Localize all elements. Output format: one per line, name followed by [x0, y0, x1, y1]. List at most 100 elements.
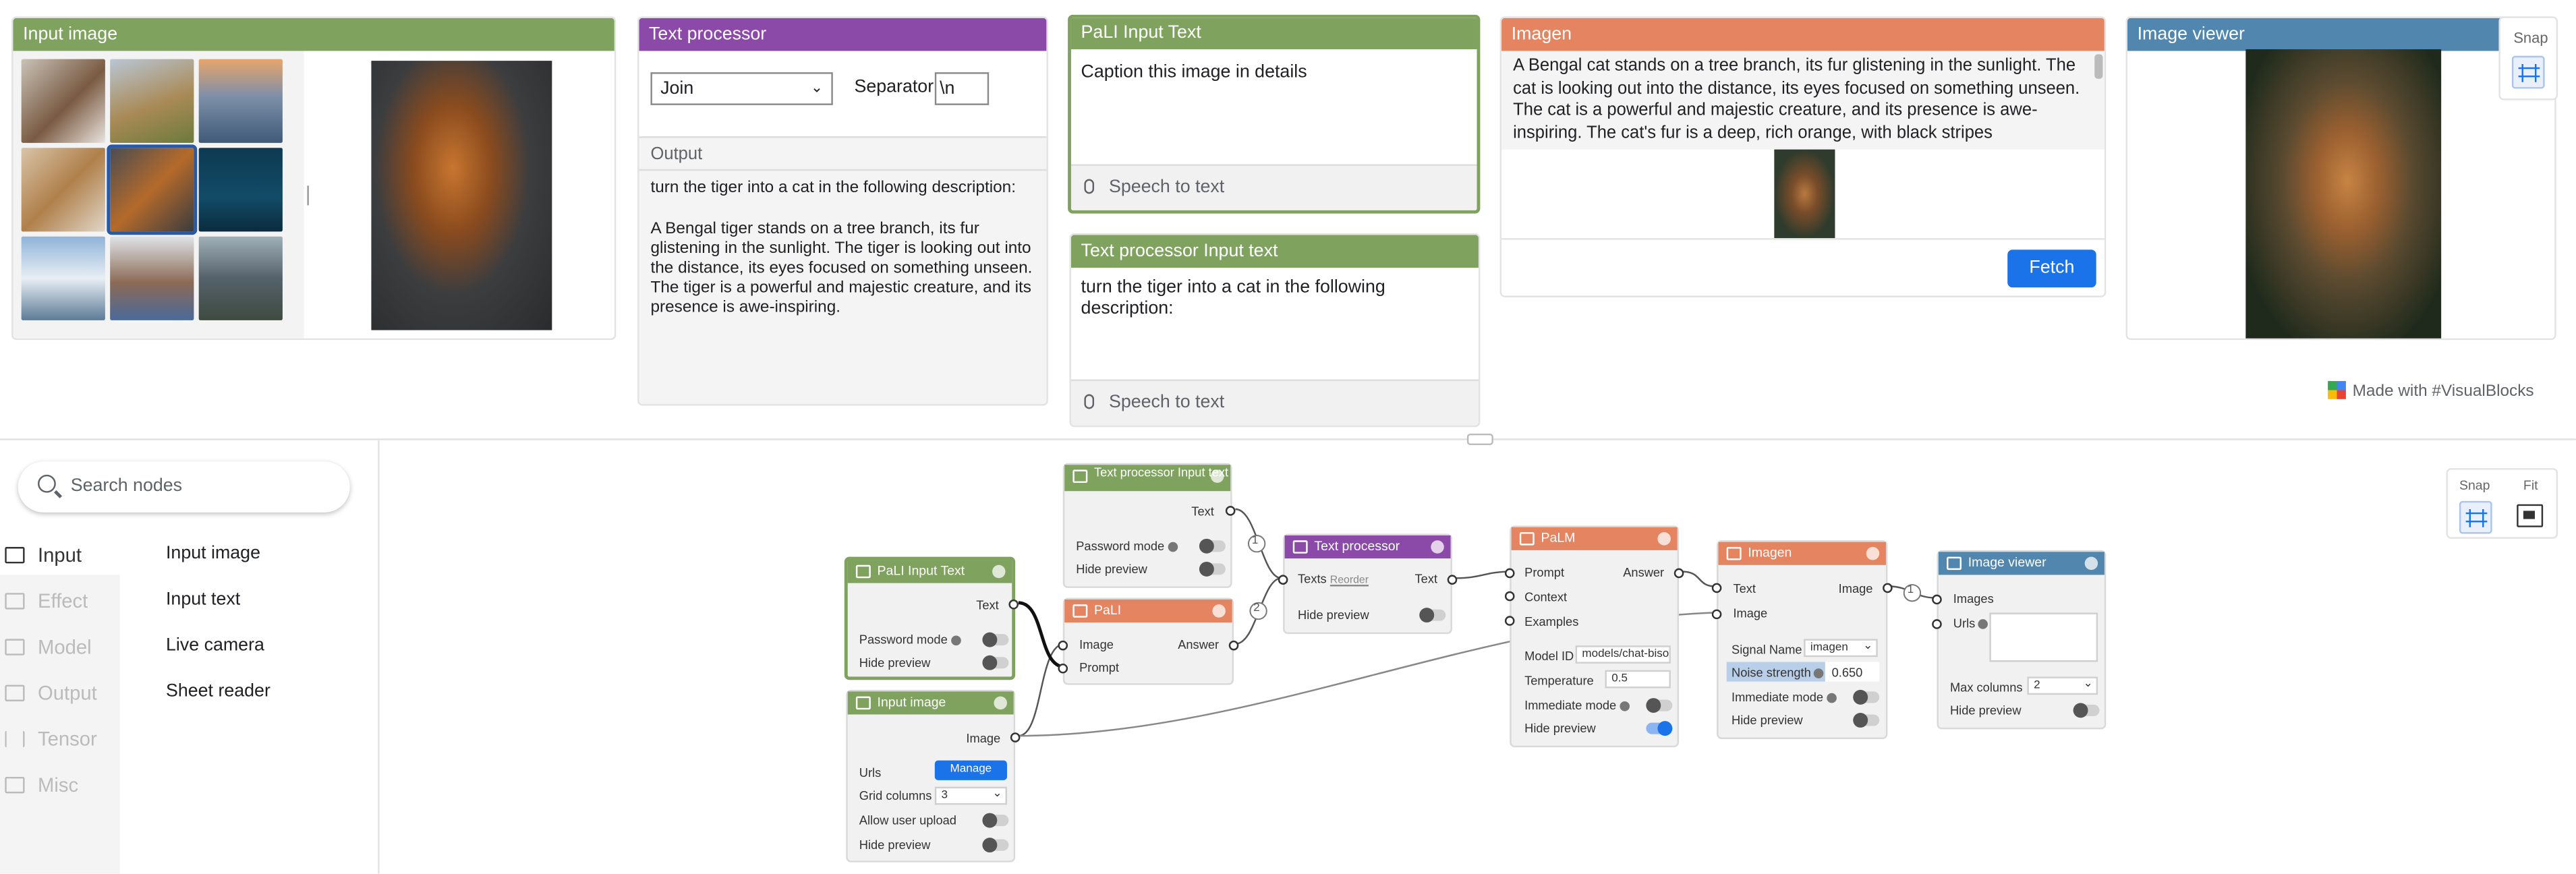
prompt-input-port[interactable]: [1504, 568, 1515, 579]
output-port[interactable]: [1673, 568, 1684, 579]
image-input-port[interactable]: [1711, 609, 1722, 620]
thumbnail-hiker[interactable]: [198, 236, 283, 320]
output-port[interactable]: [1225, 506, 1236, 516]
input-port-label: Image: [1733, 606, 1768, 621]
category-effect[interactable]: Effect: [5, 589, 88, 612]
hide-preview-toggle[interactable]: [982, 838, 1009, 853]
thumbnail-dogs[interactable]: [21, 148, 105, 232]
tp-input-textarea[interactable]: turn the tiger into a cat in the followi…: [1081, 277, 1385, 319]
immediate-mode-toggle[interactable]: [1646, 698, 1673, 713]
made-with-badge[interactable]: Made with #VisualBlocks: [2328, 381, 2534, 401]
node-image-viewer[interactable]: Image viewer Images Urls Max columns 2⌄ …: [1932, 550, 2107, 730]
urls-label: Urls: [859, 765, 882, 780]
pali-input-textarea[interactable]: Caption this image in details: [1081, 62, 1307, 82]
reorder-link[interactable]: Reorder: [1329, 575, 1369, 587]
category-model[interactable]: Model: [5, 636, 92, 659]
immediate-mode-label: Immediate mode: [1524, 698, 1630, 713]
snap-grid-button[interactable]: [2459, 500, 2492, 534]
urls-input-port[interactable]: [1932, 619, 1942, 629]
thumbnail-man[interactable]: [110, 236, 194, 320]
category-input[interactable]: Input: [5, 544, 82, 566]
node-item-live-camera[interactable]: Live camera: [165, 635, 264, 656]
password-mode-toggle[interactable]: [982, 632, 1009, 647]
prompt-input-port[interactable]: [1058, 663, 1068, 674]
node-title: Imagen: [1748, 545, 1792, 560]
allow-upload-toggle[interactable]: [982, 813, 1009, 828]
thumbnail-mountains[interactable]: [21, 236, 105, 320]
node-imagen[interactable]: Imagen Text Image Image Signal Name imag…: [1711, 540, 1893, 739]
output-port[interactable]: [1010, 732, 1021, 742]
mode-select[interactable]: Join⌄: [650, 72, 833, 105]
text-input-port[interactable]: [1711, 583, 1722, 593]
thumbnail-tiger[interactable]: [107, 144, 198, 235]
node-palm[interactable]: PaLM Prompt Context Examples Answer Mode…: [1504, 525, 1684, 748]
resize-handle[interactable]: [307, 185, 309, 206]
search-input[interactable]: Search nodes: [70, 476, 183, 496]
output-port[interactable]: [1228, 640, 1239, 651]
hide-preview-toggle[interactable]: [1199, 561, 1226, 577]
thumbnail-giraffe[interactable]: [110, 59, 194, 143]
fit-view-button[interactable]: [2517, 504, 2544, 527]
info-icon: [1431, 540, 1444, 554]
category-label: Effect: [38, 589, 88, 613]
speech-to-text-button[interactable]: Speech to text: [1084, 177, 1224, 197]
node-input-image[interactable]: Input image Image Urls Manage Grid colum…: [846, 689, 1021, 863]
hide-preview-toggle[interactable]: [2073, 703, 2100, 718]
password-mode-toggle[interactable]: [1199, 538, 1226, 554]
visualblocks-logo-icon: [2328, 381, 2346, 399]
fetch-button[interactable]: Fetch: [2007, 250, 2096, 288]
signal-name-select[interactable]: imagen⌄: [1804, 639, 1878, 658]
category-output[interactable]: Output: [5, 682, 97, 705]
hide-preview-toggle[interactable]: [1646, 721, 1673, 736]
node-item-input-image[interactable]: Input image: [165, 544, 260, 564]
thumbnail-woman[interactable]: [21, 59, 105, 143]
temperature-input[interactable]: 0.5: [1605, 670, 1671, 689]
node-text-processor[interactable]: Text processor Texts Reorder Text Hide p…: [1278, 533, 1458, 635]
texts-input-port[interactable]: [1278, 575, 1288, 585]
separator-input[interactable]: \n: [934, 72, 990, 105]
scrollbar[interactable]: [2094, 54, 2103, 79]
processor-icon: [1292, 540, 1308, 554]
node-tp-input[interactable]: Text processor Input text Text Password …: [1062, 463, 1236, 588]
info-icon: [1814, 668, 1825, 678]
row-label: Immediate mode: [1731, 689, 1824, 705]
node-pali[interactable]: PaLI Image Prompt Answer: [1058, 598, 1239, 685]
output-port[interactable]: [1447, 575, 1458, 585]
urls-textarea[interactable]: [1989, 612, 2098, 662]
grid-columns-select[interactable]: 3⌄: [934, 786, 1007, 805]
input-port-label: Prompt: [1524, 564, 1565, 580]
thumbnail-whale[interactable]: [198, 148, 283, 232]
node-item-sheet-reader[interactable]: Sheet reader: [165, 681, 270, 701]
images-input-port[interactable]: [1932, 594, 1942, 605]
node-title: PaLM: [1541, 530, 1576, 546]
hide-preview-toggle[interactable]: [982, 655, 1009, 670]
hide-preview-toggle[interactable]: [1853, 713, 1880, 728]
node-item-input-text[interactable]: Input text: [165, 589, 241, 610]
info-icon: [950, 635, 961, 646]
info-icon: [992, 564, 1006, 579]
thumbnail-coast[interactable]: [198, 59, 283, 143]
snap-label: Snap: [2513, 29, 2548, 47]
image-input-port[interactable]: [1058, 640, 1068, 651]
model-id-input[interactable]: models/chat-bison: [1575, 645, 1671, 664]
panel-resize-handle[interactable]: [1466, 433, 1493, 446]
manage-button[interactable]: Manage: [934, 760, 1007, 780]
category-tensor[interactable]: Tensor: [5, 728, 97, 751]
canvas-controls: Snap Fit: [2446, 468, 2558, 539]
examples-input-port[interactable]: [1504, 616, 1515, 626]
node-pali-input[interactable]: PaLI Input Text Text Password mode Hide …: [844, 556, 1019, 680]
context-input-port[interactable]: [1504, 591, 1515, 602]
hide-preview-toggle[interactable]: [1419, 608, 1446, 623]
immediate-mode-toggle[interactable]: [1853, 689, 1880, 705]
output-port[interactable]: [1008, 599, 1019, 610]
category-misc[interactable]: Misc: [5, 774, 78, 796]
search-box[interactable]: Search nodes: [18, 461, 350, 513]
noise-strength-slider[interactable]: [1726, 662, 1880, 682]
max-columns-select[interactable]: 2⌄: [2027, 676, 2098, 695]
speech-to-text-button[interactable]: Speech to text: [1084, 392, 1224, 412]
snap-toggle-top[interactable]: Snap: [2498, 16, 2558, 100]
select-value: imagen: [1810, 642, 1848, 654]
input-icon: [5, 547, 25, 564]
generated-thumbnail[interactable]: [1774, 149, 1835, 239]
output-port[interactable]: [1883, 583, 1893, 593]
